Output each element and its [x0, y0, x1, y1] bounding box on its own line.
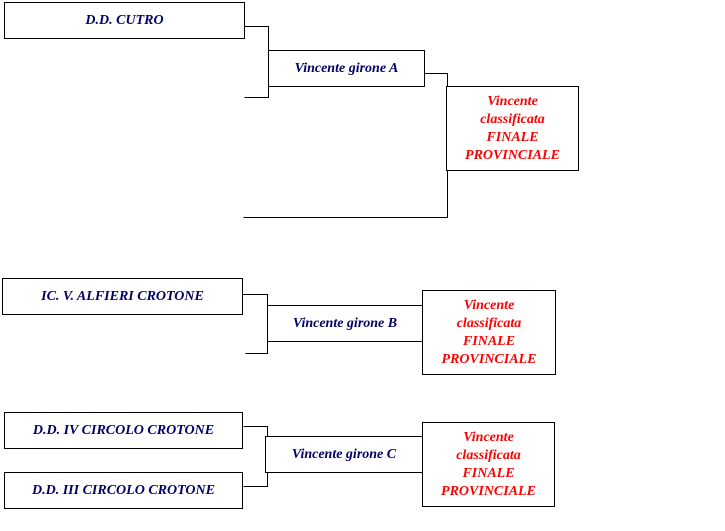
team-label: D.D. IV CIRCOLO CROTONE: [32, 422, 215, 438]
final-line-3: FINALE: [462, 333, 516, 349]
final-line-4: PROVINCIALE: [465, 147, 560, 163]
final-line-1: Vincente: [463, 297, 515, 313]
team-label: D.D. CUTRO: [85, 12, 164, 28]
final-box-c: Vincente classificata FINALE PROVINCIALE: [422, 422, 555, 507]
connector-a-team1: [244, 26, 269, 98]
final-line-3: FINALE: [462, 465, 515, 481]
final-line-4: PROVINCIALE: [441, 483, 536, 499]
final-line-2: classificata: [456, 447, 521, 463]
final-box-a: Vincente classificata FINALE PROVINCIALE: [446, 86, 579, 171]
connector-a-winner: [424, 73, 448, 87]
team-box-dd-iii-circolo: D.D. III CIRCOLO CROTONE: [4, 472, 243, 509]
team-box-dd-iv-circolo: D.D. IV CIRCOLO CROTONE: [4, 412, 243, 449]
final-box-b: Vincente classificata FINALE PROVINCIALE: [422, 290, 556, 375]
final-line-3: FINALE: [486, 129, 539, 145]
winner-label: Vincente girone A: [294, 60, 399, 76]
team-box-ic-alfieri: IC. V. ALFIERI CROTONE: [2, 278, 243, 315]
connector-b-team1: [242, 294, 268, 354]
winner-label: Vincente girone C: [291, 446, 397, 462]
team-label: D.D. III CIRCOLO CROTONE: [32, 482, 215, 498]
winner-box-girone-b: Vincente girone B: [267, 305, 423, 342]
final-line-1: Vincente: [487, 93, 538, 109]
team-box-dd-cutro: D.D. CUTRO: [4, 2, 245, 39]
winner-box-girone-a: Vincente girone A: [268, 50, 425, 87]
final-line-2: classificata: [456, 315, 522, 331]
connector-a-bottom: [243, 170, 448, 218]
winner-box-girone-c: Vincente girone C: [265, 436, 423, 473]
final-line-4: PROVINCIALE: [441, 351, 537, 367]
connector-c-teams: [243, 426, 268, 487]
team-label: IC. V. ALFIERI CROTONE: [41, 288, 204, 304]
final-line-2: classificata: [480, 111, 545, 127]
final-line-1: Vincente: [463, 429, 514, 445]
winner-label: Vincente girone B: [292, 315, 398, 331]
